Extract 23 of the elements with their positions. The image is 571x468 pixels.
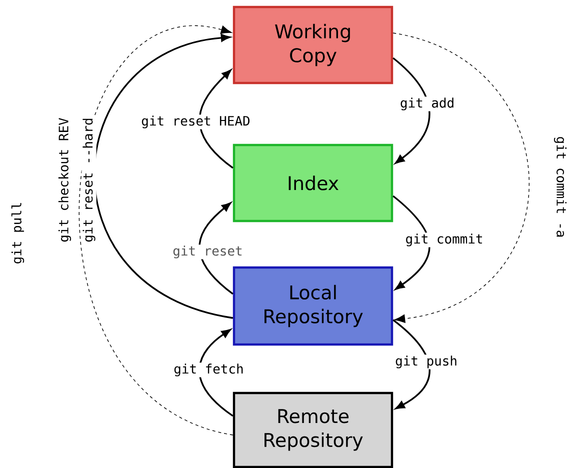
edge-label: git fetch: [172, 362, 245, 378]
process-box: Remote Repository: [232, 392, 394, 468]
edge-label: git add: [399, 96, 456, 112]
arrow: [198, 202, 234, 295]
edge-label: git checkout REV: [57, 116, 72, 244]
edge-label: git pull: [10, 200, 26, 266]
process-box: Index: [232, 144, 394, 222]
edge-label: git commit: [404, 232, 484, 248]
arrow: [392, 319, 430, 410]
arrow: [392, 57, 430, 164]
arrow: [392, 32, 530, 323]
edge-label: git reset HEAD: [140, 114, 252, 130]
process-box: Local Repository: [232, 266, 394, 346]
edge-label: git push: [394, 354, 458, 370]
process-box: Working Copy: [232, 6, 394, 84]
command-label: git reset --hard: [82, 116, 96, 244]
arrow: [198, 329, 234, 417]
edge-label: git commit -a: [552, 135, 568, 239]
arrow: [392, 195, 430, 290]
arrow: [78, 26, 234, 436]
arrow: [198, 70, 234, 169]
edge-label: git reset: [172, 244, 244, 260]
arrow: [94, 34, 234, 319]
